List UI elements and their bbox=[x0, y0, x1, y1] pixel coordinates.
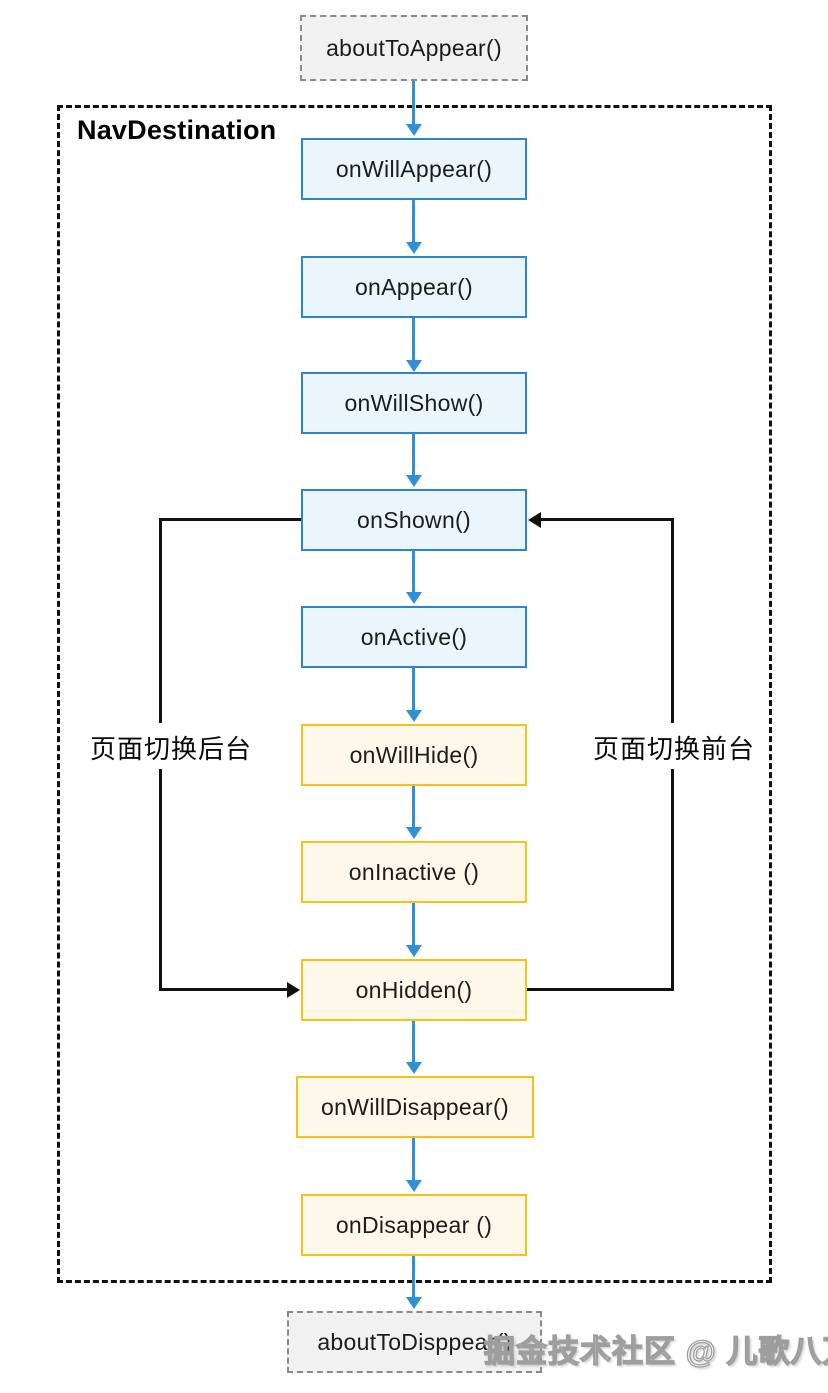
arrowhead-into-onShown bbox=[528, 512, 541, 528]
flow-node-label: aboutToDisppear() bbox=[317, 1328, 512, 1355]
flow-node-onHidden: onHidden() bbox=[301, 959, 527, 1021]
flow-node-label: onActive() bbox=[360, 623, 468, 650]
flow-node-label: onWillDisappear() bbox=[321, 1093, 509, 1120]
flow-node-label: aboutToAppear() bbox=[326, 34, 502, 61]
arrow-start-to-onWillAppear bbox=[412, 81, 415, 124]
flow-node-label: onWillShow() bbox=[344, 389, 484, 416]
flow-node-onActive: onActive() bbox=[301, 606, 527, 668]
flow-node-label: onShown() bbox=[357, 506, 471, 533]
arrow-onShown-to-onActive bbox=[412, 551, 415, 592]
flow-node-onInactive: onInactive () bbox=[301, 841, 527, 903]
arrow-onAppear-to-onWillShow bbox=[412, 318, 415, 360]
arrow-onWillShow-to-onShown bbox=[412, 434, 415, 475]
loop-left-vertical-upper bbox=[159, 518, 162, 723]
flow-node-aboutToDisppear: aboutToDisppear() bbox=[287, 1311, 542, 1373]
arrow-onActive-to-onWillHide bbox=[412, 668, 415, 710]
arrow-onInactive-to-onHidden bbox=[412, 903, 415, 945]
arrow-onWillHide-to-onInactive bbox=[412, 786, 415, 827]
loop-left-top-line bbox=[159, 518, 301, 521]
loop-left-vertical-lower bbox=[159, 769, 162, 990]
flow-node-onAppear: onAppear() bbox=[301, 256, 527, 318]
flow-node-onShown: onShown() bbox=[301, 489, 527, 551]
flow-node-onDisappear: onDisappear () bbox=[301, 1194, 527, 1256]
edge-label-to-background: 页面切换后台 bbox=[86, 729, 257, 766]
flow-node-label: onInactive () bbox=[348, 858, 480, 885]
flow-node-aboutToAppear: aboutToAppear() bbox=[300, 15, 528, 81]
loop-right-bottom-line bbox=[527, 988, 674, 991]
loop-right-top-line bbox=[541, 518, 674, 521]
arrow-onDisappear-to-end bbox=[412, 1256, 415, 1297]
loop-right-vertical-lower bbox=[671, 769, 674, 990]
flow-node-onWillHide: onWillHide() bbox=[301, 724, 527, 786]
loop-right-vertical-upper bbox=[671, 518, 674, 723]
arrow-onWillDisappear-to-onDisappear bbox=[412, 1138, 415, 1180]
arrowhead-into-onHidden bbox=[287, 982, 300, 998]
flow-node-label: onHidden() bbox=[355, 976, 473, 1003]
container-title: NavDestination bbox=[77, 115, 277, 145]
edge-label-to-foreground: 页面切换前台 bbox=[589, 729, 760, 766]
watermark-text: 掘金技术社区 @ 儿歌八万首 bbox=[483, 1333, 828, 1369]
flow-node-onWillDisappear: onWillDisappear() bbox=[296, 1076, 534, 1138]
flow-node-label: onWillAppear() bbox=[335, 155, 493, 182]
flow-node-onWillAppear: onWillAppear() bbox=[301, 138, 527, 200]
flow-node-label: onWillHide() bbox=[349, 741, 479, 768]
flow-node-onWillShow: onWillShow() bbox=[301, 372, 527, 434]
arrow-onWillAppear-to-onAppear bbox=[412, 200, 415, 242]
loop-left-bottom-line bbox=[159, 988, 288, 991]
flow-node-label: onAppear() bbox=[354, 273, 474, 300]
arrow-onHidden-to-onWillDisappear bbox=[412, 1021, 415, 1062]
flow-node-label: onDisappear () bbox=[335, 1211, 493, 1238]
